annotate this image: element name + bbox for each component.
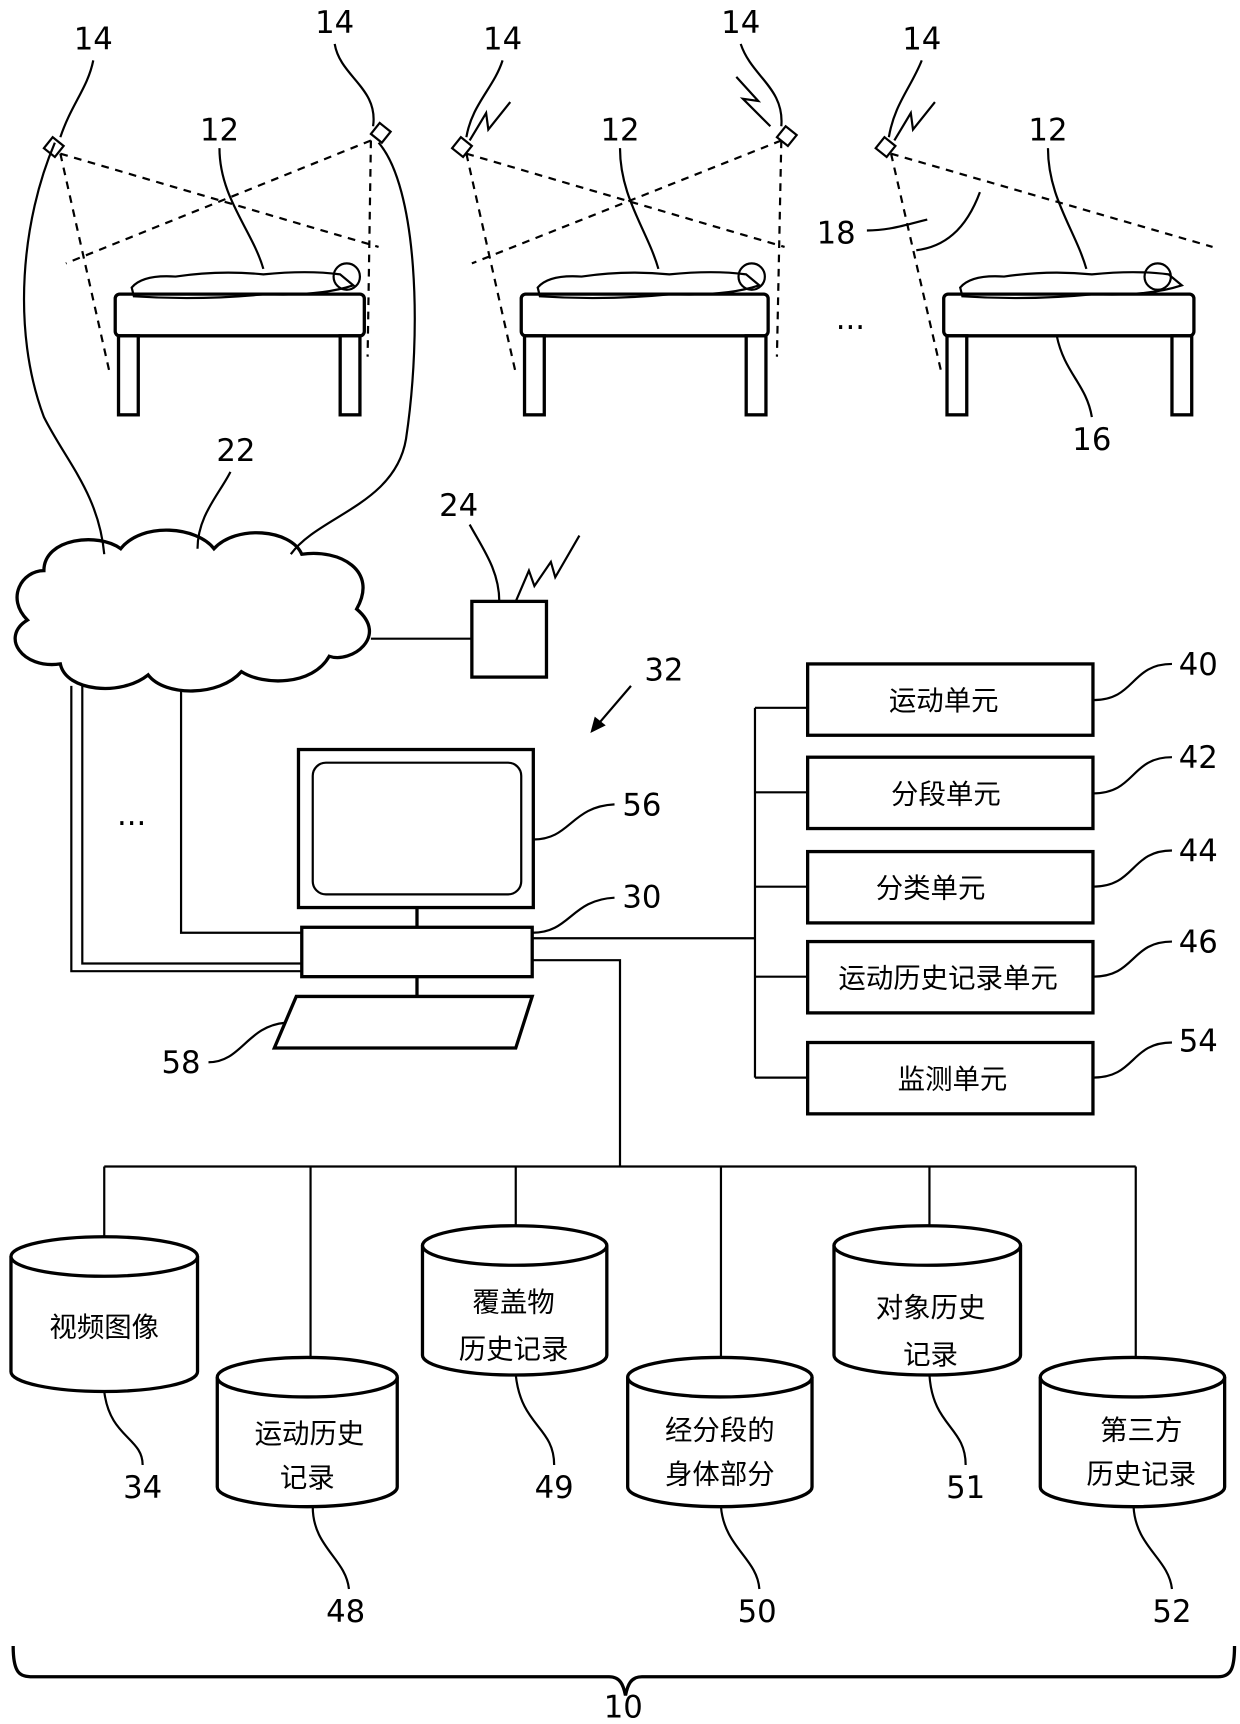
ref-56: 56 xyxy=(622,787,661,823)
ref-16: 16 xyxy=(1072,422,1111,458)
unit-46: 运动历史记录单元 46 xyxy=(808,925,1218,1013)
svg-text:44: 44 xyxy=(1179,833,1218,869)
svg-text:48: 48 xyxy=(326,1594,365,1630)
svg-text:49: 49 xyxy=(535,1470,574,1506)
svg-text:视频图像: 视频图像 xyxy=(49,1313,159,1344)
svg-text:运动历史: 运动历史 xyxy=(255,1419,365,1450)
database-49: 覆盖物 历史记录 49 xyxy=(422,1226,606,1506)
ref-22: 22 xyxy=(216,433,255,469)
bed-scene-3 xyxy=(867,102,1213,417)
svg-text:监测单元: 监测单元 xyxy=(898,1065,1008,1096)
ref-30: 30 xyxy=(622,880,661,916)
wireless-unit xyxy=(472,601,547,677)
svg-text:第三方: 第三方 xyxy=(1100,1416,1182,1447)
svg-text:51: 51 xyxy=(946,1470,985,1506)
svg-text:身体部分: 身体部分 xyxy=(665,1460,775,1491)
computer-workstation xyxy=(274,750,533,1048)
svg-text:分类单元: 分类单元 xyxy=(876,874,986,905)
svg-text:分段单元: 分段单元 xyxy=(891,779,1001,810)
svg-text:40: 40 xyxy=(1179,647,1218,683)
svg-text:覆盖物: 覆盖物 xyxy=(472,1287,554,1318)
unit-44: 分类单元 44 xyxy=(808,833,1218,922)
svg-text:记录: 记录 xyxy=(280,1463,335,1494)
ref-14: 14 xyxy=(902,21,941,57)
svg-text:54: 54 xyxy=(1179,1023,1218,1059)
ref-10: 10 xyxy=(604,1689,643,1724)
database-52: 第三方 历史记录 52 xyxy=(1040,1357,1224,1629)
svg-text:对象历史: 对象历史 xyxy=(876,1293,986,1324)
network-cloud xyxy=(15,530,369,691)
svg-text:50: 50 xyxy=(738,1594,777,1630)
svg-text:34: 34 xyxy=(123,1470,162,1506)
ref-58: 58 xyxy=(162,1045,201,1081)
unit-42: 分段单元 42 xyxy=(808,740,1218,828)
svg-text:运动单元: 运动单元 xyxy=(889,686,999,717)
ref-12: 12 xyxy=(1028,112,1067,148)
svg-text:经分段的: 经分段的 xyxy=(665,1416,775,1447)
ref-32: 32 xyxy=(644,652,683,688)
ref-12: 12 xyxy=(600,112,639,148)
ref-18: 18 xyxy=(817,216,856,252)
svg-text:52: 52 xyxy=(1152,1594,1191,1630)
database-34: 视频图像 34 xyxy=(11,1237,198,1506)
svg-text:记录: 记录 xyxy=(903,1340,958,1371)
svg-text:历史记录: 历史记录 xyxy=(459,1335,569,1366)
database-48: 运动历史 记录 48 xyxy=(217,1357,397,1629)
svg-text:历史记录: 历史记录 xyxy=(1086,1460,1196,1491)
ref-14: 14 xyxy=(74,21,113,57)
ellipsis-connections: ... xyxy=(117,797,146,833)
unit-54: 监测单元 54 xyxy=(808,1023,1218,1114)
ref-24: 24 xyxy=(439,488,478,524)
svg-text:46: 46 xyxy=(1179,925,1218,961)
ref-12: 12 xyxy=(200,112,239,148)
ref-14: 14 xyxy=(483,21,522,57)
system-brace xyxy=(13,1646,1234,1695)
svg-text:42: 42 xyxy=(1179,740,1218,776)
ref-14: 14 xyxy=(315,5,354,41)
database-50: 经分段的 身体部分 50 xyxy=(628,1357,812,1629)
unit-40: 运动单元 40 xyxy=(808,647,1218,735)
database-51: 对象历史 记录 51 xyxy=(834,1226,1021,1506)
ellipsis-beds: ... xyxy=(836,301,865,337)
svg-text:运动历史记录单元: 运动历史记录单元 xyxy=(838,964,1057,995)
ref-14: 14 xyxy=(721,5,760,41)
